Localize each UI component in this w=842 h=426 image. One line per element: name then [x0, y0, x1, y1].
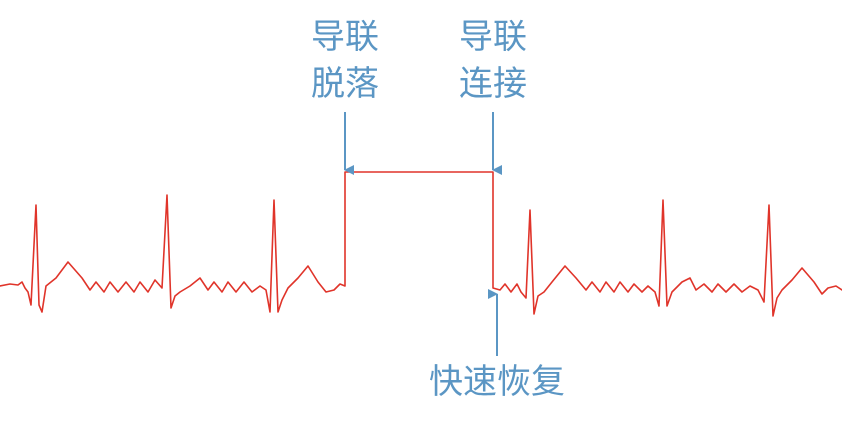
- lead-off-label-line1: 导联: [311, 17, 379, 57]
- lead-on-label-line2: 连接: [459, 64, 527, 104]
- fast-recovery-label: 快速恢复: [429, 362, 565, 402]
- lead-off-label-line2: 脱落: [311, 64, 379, 104]
- lead-on-label-line1: 导联: [459, 17, 527, 57]
- ecg-waveform: [0, 171, 842, 317]
